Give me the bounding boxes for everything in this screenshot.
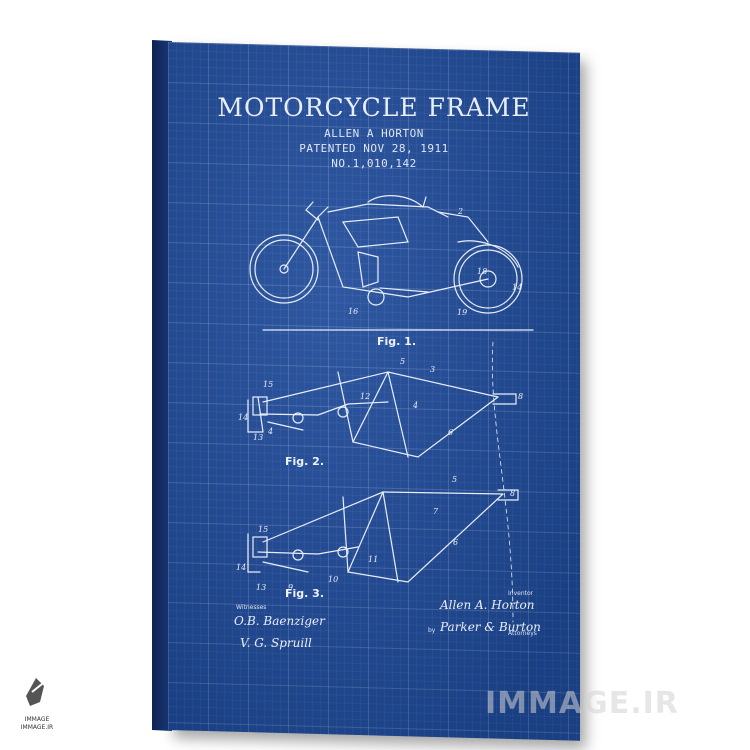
part-number-label: 14 (236, 563, 246, 572)
inventor-signature: Allen A. Horton (440, 598, 535, 612)
part-number-label: 11 (368, 555, 378, 564)
fig1-label: Fig. 1. (377, 335, 416, 348)
part-number-label: 18 (477, 267, 487, 276)
by-label: by (428, 627, 436, 634)
poster-title: MOTORCYCLE FRAME (217, 93, 531, 122)
logo-caption-1: IMMAGE (24, 716, 50, 723)
part-number-label: 5 (452, 475, 457, 484)
part-number-label: 6 (448, 428, 453, 437)
part-number-label: 5 (400, 357, 405, 366)
part-number-label: 12 (360, 392, 370, 401)
part-number-label: 8 (510, 489, 515, 498)
part-number-label: 19 (457, 308, 467, 317)
part-number-label: 13 (253, 433, 263, 442)
part-number-label: 15 (258, 525, 268, 534)
witness-signature-2: V. G. Spruill (240, 636, 312, 650)
inventor-line: ALLEN A HORTON (324, 127, 424, 140)
immage-logo (14, 672, 58, 736)
part-number-label: 10 (328, 575, 338, 584)
watermark-text: IMMAGE.IR (485, 686, 679, 721)
patent-number: NO.1,010,142 (331, 157, 417, 170)
fig2-label: Fig. 2. (285, 455, 324, 468)
witnesses-label: Witnesses (236, 604, 267, 611)
inventor-label: Inventor (508, 590, 534, 597)
attorney-signature: Parker & Burton (440, 620, 541, 634)
fig3-frame-drawing (247, 489, 519, 583)
fig3-label: Fig. 3. (285, 587, 324, 600)
part-number-label: 15 (263, 380, 273, 389)
part-number-label: 14 (238, 413, 248, 422)
part-number-label: 16 (348, 307, 358, 316)
fig1-motorcycle-drawing (249, 195, 534, 331)
fig2-frame-drawing (247, 371, 517, 458)
part-number-label: 7 (433, 507, 439, 516)
logo-icon (26, 678, 44, 706)
part-number-label: 9 (288, 583, 293, 592)
patent-date: PATENTED NOV 28, 1911 (299, 142, 449, 155)
part-number-label: 13 (256, 583, 266, 592)
attorneys-label: Attorneys (508, 630, 537, 637)
part-number-label: 8 (518, 392, 523, 401)
part-number-label: 4 (412, 401, 418, 410)
part-number-label: 14 (512, 283, 522, 292)
witness-signature-1: O.B. Baenziger (234, 614, 325, 628)
part-number-label: 4 (267, 427, 273, 436)
blueprint-svg: 2 16 18 14 19 15 3 12 4 5 8 14 13 4 6 15 7 5 8 14 9 10 11 6 13 (236, 195, 534, 623)
part-number-label: 2 (457, 207, 463, 216)
logo-caption-2: IMMAGE.IR (20, 724, 54, 731)
patent-drawings: 2 16 18 14 19 15 3 12 4 5 8 14 13 4 6 15 7 5 8 14 9 10 11 6 13 (168, 42, 580, 730)
part-number-label: 3 (430, 365, 435, 374)
part-number-label: 6 (453, 538, 458, 547)
